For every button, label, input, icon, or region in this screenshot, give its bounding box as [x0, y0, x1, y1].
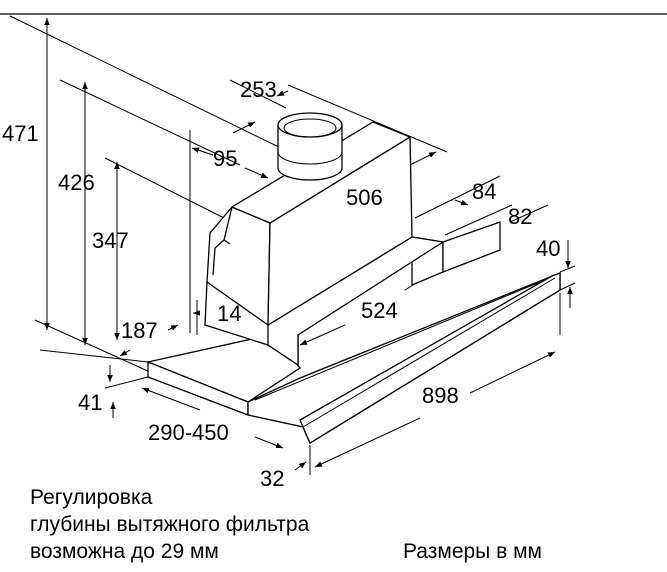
note-line-1: Регулировка	[30, 486, 153, 509]
dim-40: 40	[536, 236, 560, 261]
duct-chimney	[277, 124, 343, 181]
note-line-3: возможна до 29 мм	[30, 540, 219, 563]
dim-898: 898	[422, 383, 459, 408]
dim-426: 426	[58, 170, 95, 195]
dim-14: 14	[217, 301, 241, 326]
dim-524: 524	[361, 298, 398, 323]
mounting-bracket	[212, 206, 233, 276]
units-note: Размеры в мм	[403, 540, 542, 563]
dim-471: 471	[2, 121, 39, 146]
dim-84: 84	[472, 179, 496, 204]
side-step-right	[442, 221, 501, 273]
note-line-2: глубины вытяжного фильтра	[30, 513, 310, 536]
dim-95: 95	[213, 146, 237, 171]
dim-82: 82	[508, 204, 532, 229]
dim-32: 32	[260, 466, 284, 491]
dim-290-450: 290-450	[148, 420, 229, 445]
dim-253: 253	[240, 77, 277, 102]
dim-506: 506	[346, 185, 383, 210]
adjustment-note: Регулировка глубины вытяжного фильтра во…	[30, 484, 309, 565]
extension-lines	[9, 15, 576, 475]
dim-187: 187	[121, 318, 158, 343]
dim-347: 347	[92, 228, 129, 253]
dim-41: 41	[78, 390, 102, 415]
dimension-labels: 471 426 347 253 95 506 84 82 40 14 524 1…	[2, 77, 560, 491]
range-hood-illustration	[145, 112, 561, 444]
